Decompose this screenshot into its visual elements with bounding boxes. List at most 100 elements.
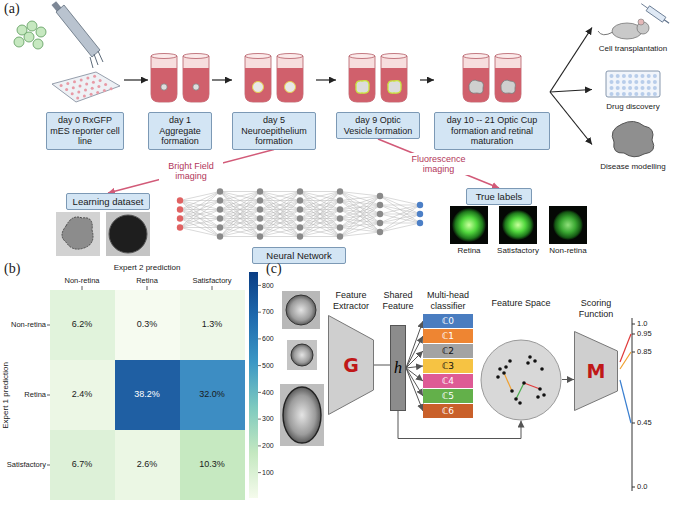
application-icon: Disease modelling — [592, 118, 674, 171]
chart-label: 0.0 — [637, 483, 647, 491]
application-illustration-part — [653, 74, 657, 78]
neural-network-graphic-part — [180, 219, 220, 237]
connector — [406, 368, 423, 411]
neural-network-graphic-part — [220, 201, 260, 237]
stage-text: day 9 Optic Vesicle formation — [340, 115, 416, 136]
neural-network-graphic-part — [220, 192, 260, 219]
neural-network-graphic-part — [340, 196, 380, 228]
classifier-head: ℂ1 — [423, 329, 473, 343]
box-text: True labels — [470, 191, 528, 202]
organoid-images-part — [282, 291, 320, 329]
feature-space-drawing-part — [504, 373, 512, 391]
block-heading: Feature Space — [477, 298, 565, 309]
stage-box: day 0 RxGFP mES reporter cell line — [46, 112, 124, 150]
culture-illustration-part — [469, 80, 484, 93]
connector — [316, 79, 336, 80]
culture-illustration-part — [104, 83, 107, 86]
neural-network-graphic-part — [220, 192, 260, 228]
chart-label: 700 — [262, 308, 274, 316]
culture-illustration-part — [253, 82, 264, 93]
application-illustration-part-part — [646, 6, 666, 22]
confusion-matrix-part — [50, 360, 115, 430]
neural-network-graphic-part — [260, 192, 300, 210]
neural-network-graphic-part — [220, 192, 260, 210]
neural-network-graphic-part — [220, 201, 260, 237]
neural-network-graphic-part — [257, 188, 263, 194]
stage-box: day 5 Neuroepithelium formation — [232, 112, 316, 150]
chart-label: 38.2% — [134, 390, 160, 400]
neural-network-graphic-part — [300, 192, 340, 201]
culture-illustration-part — [73, 80, 76, 83]
confusion-matrix-part — [50, 290, 115, 360]
connector — [108, 150, 274, 194]
neural-network-graphic-part — [260, 192, 300, 237]
neural-network-graphic-part — [220, 210, 260, 237]
neural-network-graphic-part — [300, 192, 340, 201]
box-text: Neural Network — [256, 250, 342, 261]
neural-network-graphic-part — [380, 205, 420, 206]
confusion-matrix-part — [212, 286, 213, 290]
neural-network-graphic-part — [337, 188, 343, 194]
neural-network-graphic-part — [220, 192, 260, 210]
chart-label: 6.7% — [72, 460, 93, 470]
neural-network-graphic-part — [180, 219, 220, 228]
chart-label: 300 — [262, 415, 274, 423]
culture-illustration — [336, 50, 420, 110]
culture-illustration — [46, 50, 124, 110]
neural-network-graphic-part — [180, 210, 220, 228]
neural-network-graphic-part — [380, 205, 420, 214]
neural-network-graphic-part — [340, 192, 380, 215]
culture-illustration-part — [83, 95, 86, 98]
chart-label: 0.85 — [637, 348, 652, 356]
feature-space-circle — [480, 339, 562, 421]
neural-network-graphic-part — [260, 228, 300, 237]
application-illustration-part — [634, 74, 638, 78]
stage-step: day 5 Neuroepithelium formation — [232, 50, 316, 150]
application-text: Drug discovery — [592, 102, 674, 111]
neural-network-graphic-part — [300, 219, 340, 237]
culture-illustration-part — [277, 56, 303, 102]
connector — [374, 365, 390, 366]
edge-label: Bright Field imaging — [159, 160, 223, 182]
chart-label: 2.6% — [137, 460, 158, 470]
application-illustration-part — [641, 86, 645, 90]
neural-network-graphic-part — [297, 197, 303, 203]
chart-label: 0.3% — [137, 320, 158, 330]
application-illustration-part — [634, 86, 638, 90]
neural-network-graphic-part — [257, 224, 263, 230]
score-axis-part — [632, 324, 635, 325]
culture-illustration-part — [495, 56, 521, 102]
chart-label: 10.3% — [199, 460, 225, 470]
stage-text: day 10 -- 21 Optic Cup formation and ret… — [438, 115, 546, 147]
application-illustration-part — [616, 86, 620, 90]
neural-network-graphic-part — [260, 201, 300, 237]
connector — [550, 28, 592, 93]
application-icon: Cell transplantation — [592, 2, 674, 53]
culture-illustration-part — [245, 54, 271, 59]
feature-space-drawing-part — [514, 397, 518, 401]
application-illustration-part — [628, 86, 632, 90]
neural-network-graphic-part — [220, 228, 260, 237]
neural-network-graphic-part — [217, 206, 223, 212]
application-illustration-part — [616, 80, 620, 84]
culture-illustration-part — [349, 68, 375, 102]
neural-network-graphic-part — [300, 192, 340, 228]
neural-network-graphic-part — [300, 191, 340, 192]
neural-network-graphic-part — [180, 210, 220, 228]
feature-space-drawing-part — [528, 355, 532, 359]
head-name: ℂ4 — [423, 374, 473, 388]
score-axis-part — [632, 423, 635, 424]
neural-network-graphic-part — [257, 197, 263, 203]
neural-network-graphic-part — [380, 214, 420, 232]
head-name: ℂ6 — [423, 404, 473, 418]
organoid-images-part — [291, 344, 313, 366]
feature-space: Feature Space — [477, 298, 565, 421]
neural-network-graphic-part — [180, 201, 220, 228]
application-illustration-part — [641, 74, 645, 78]
culture-illustration-part — [79, 84, 82, 87]
application-illustration-part — [610, 80, 614, 84]
culture-illustration-part — [93, 75, 96, 78]
connector — [550, 90, 592, 93]
application-illustration-part — [606, 71, 660, 97]
